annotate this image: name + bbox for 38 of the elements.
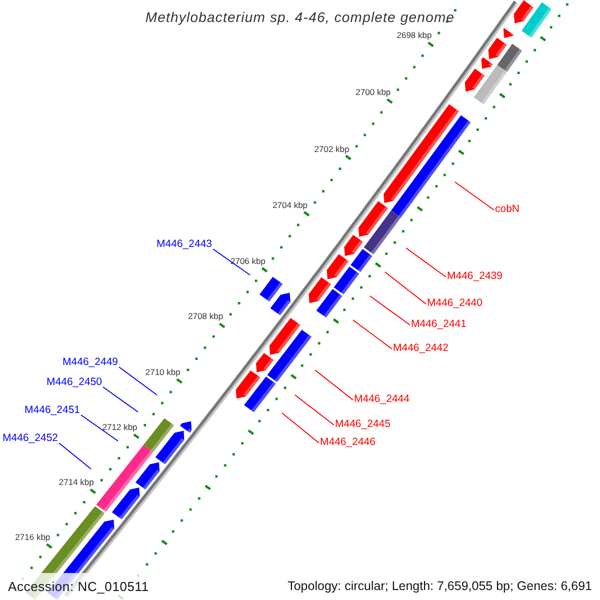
gene-label: cobN <box>495 202 520 216</box>
leader-line <box>454 182 494 210</box>
leader-line <box>352 320 392 350</box>
gene-label: M446_2441 <box>411 318 466 330</box>
leader-line <box>282 412 320 444</box>
position-label: 2710 kbp <box>145 366 180 377</box>
gene-label: M446_2444 <box>354 392 410 406</box>
leader-line <box>118 366 158 396</box>
gene-label: M446_2450 <box>46 376 102 388</box>
position-label: 2716 kbp <box>15 532 50 542</box>
gene-label: M446_2439 <box>447 270 502 282</box>
gene-label: M446_2449 <box>62 356 118 368</box>
position-label: 2704 kbp <box>272 200 308 210</box>
position-label: 2708 kbp <box>188 311 224 322</box>
gene-label: M446_2440 <box>427 296 482 310</box>
gene-label: M446_2443 <box>156 238 212 250</box>
position-label: 2702 kbp <box>314 144 350 154</box>
gene-label: M446_2451 <box>24 404 80 416</box>
leader-line <box>102 386 138 412</box>
leader-line <box>314 370 354 400</box>
gene-label: M446_2452 <box>2 432 58 444</box>
leader-line <box>370 296 410 326</box>
position-label: 2714 kbp <box>58 477 94 488</box>
gene-label: M446_2442 <box>393 342 448 354</box>
leader-line <box>212 248 250 276</box>
gene-label: M446_2445 <box>335 418 390 430</box>
chart-title: Methylobacterium sp. 4-46, complete genome <box>144 9 456 25</box>
position-label: 2712 kbp <box>102 422 138 432</box>
topology-text: Topology: circular; Length: 7,659,055 bp; Genes: 6,691 <box>288 579 592 593</box>
leader-line <box>384 272 426 304</box>
gene-label: M446_2446 <box>320 436 376 448</box>
position-label: 2700 kbp <box>356 87 391 98</box>
position-label: 2706 kbp <box>230 256 266 266</box>
leader-line <box>80 414 118 442</box>
leader-line <box>406 248 446 278</box>
leader-line <box>58 442 92 470</box>
position-label: 2698 kbp <box>396 30 432 40</box>
leader-line <box>294 394 334 426</box>
